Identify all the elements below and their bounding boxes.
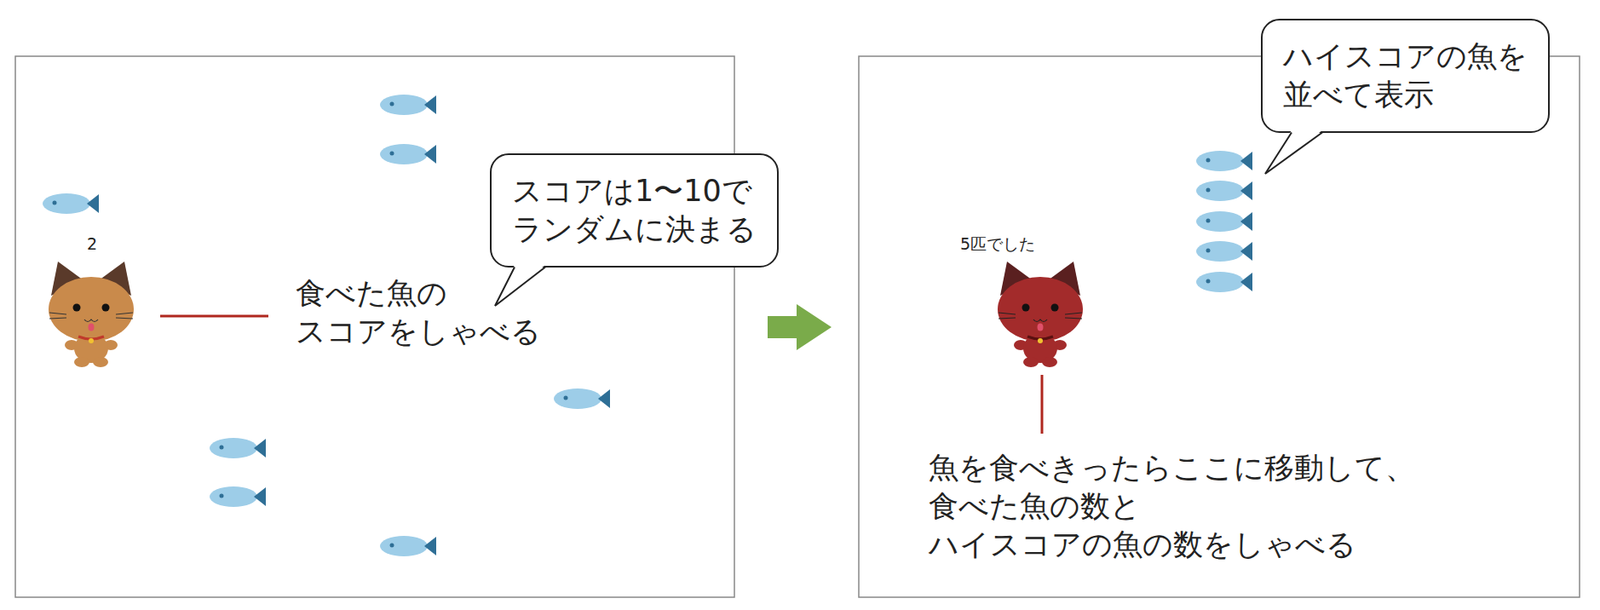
text-line: スコアをしゃべる: [295, 312, 542, 352]
text-line: 魚を食べきったらここに移動して、: [928, 448, 1416, 488]
annotation-label: 魚を食べきったらここに移動して、 食べた魚の数と ハイスコアの魚の数をしゃべる: [928, 448, 1416, 565]
leader-line: [1041, 374, 1044, 434]
text-line: 2: [86, 233, 98, 254]
text-line: 並べて表示: [1283, 75, 1528, 115]
annotation-label: 2: [86, 233, 98, 254]
annotation-label: 5匹でした: [960, 233, 1036, 254]
fish-group: [42, 94, 1253, 557]
callout-text: スコアは1〜10で ランダムに決まる: [512, 172, 757, 249]
callout-box: スコアは1〜10で ランダムに決まる: [489, 153, 779, 268]
callout-box: ハイスコアの魚を 並べて表示: [1260, 18, 1550, 133]
text-line: ランダムに決まる: [512, 210, 757, 249]
text-line: 食べた魚の: [295, 274, 542, 313]
callout-tail: [493, 265, 547, 308]
annotation-label: 食べた魚の スコアをしゃべる: [295, 274, 542, 352]
text-line: 食べた魚の数と: [928, 487, 1416, 526]
callout-tail: [1263, 131, 1324, 176]
panel-frame: [15, 56, 735, 598]
text-line: ハイスコアの魚を: [1283, 37, 1528, 76]
text-line: ハイスコアの魚の数をしゃべる: [928, 525, 1416, 565]
text-line: 5匹でした: [960, 233, 1036, 254]
callout-text: ハイスコアの魚を 並べて表示: [1283, 37, 1528, 115]
text-line: スコアは1〜10で: [512, 172, 757, 211]
flow-arrow: [767, 304, 832, 351]
panel-frame: [858, 56, 1580, 598]
cat-red: [997, 261, 1083, 368]
leader-line: [160, 315, 269, 318]
cat-brown: [48, 261, 134, 368]
